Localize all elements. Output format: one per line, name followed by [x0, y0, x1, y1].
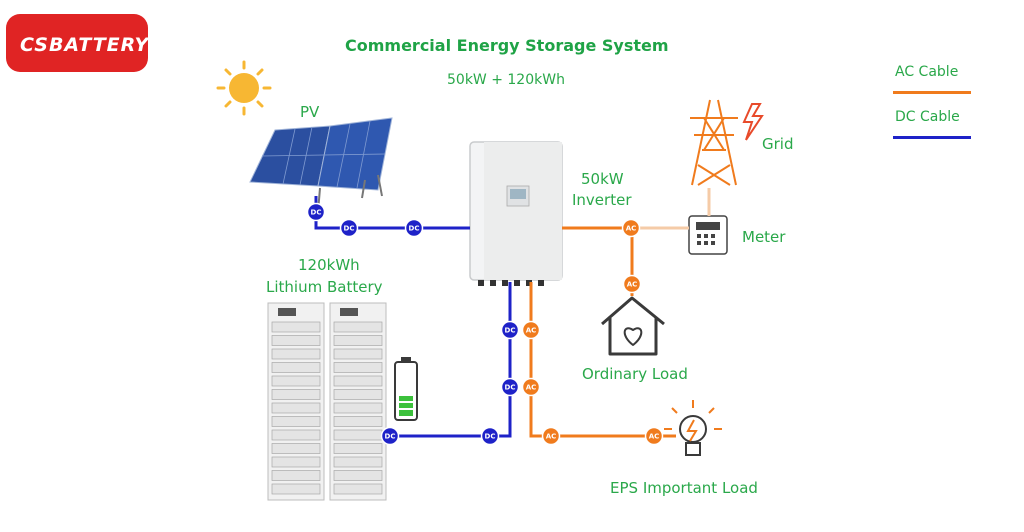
ac-cable-badge: AC	[621, 218, 641, 238]
ac-badge-label: AC	[526, 384, 537, 392]
battery-level-icon	[394, 357, 418, 421]
battery-module	[333, 321, 383, 333]
ac-badge-label: AC	[546, 433, 557, 441]
ac-badge-label: AC	[626, 225, 637, 233]
transmission-tower-icon	[690, 99, 738, 186]
dc-badge-label: DC	[409, 225, 420, 233]
ac-badge-label: AC	[627, 281, 638, 289]
eps-load-label: EPS Important Load	[610, 479, 758, 497]
dc-badge-label: DC	[505, 384, 516, 392]
inverter-label-name: Inverter	[572, 191, 632, 209]
dc-cable-badge: DC	[480, 426, 500, 446]
battery-module	[271, 443, 321, 454]
inverter-label-power: 50kW	[581, 170, 624, 188]
battery-module	[333, 456, 383, 468]
bulb-icon	[664, 400, 722, 456]
battery-module	[333, 483, 383, 495]
legend-ac-label: AC Cable	[895, 64, 959, 80]
battery-module	[271, 389, 321, 400]
pv-label: PV	[300, 103, 320, 121]
logo-text: CSBATTERY	[20, 34, 150, 56]
meter-label: Meter	[742, 228, 786, 246]
dc-badge-label: DC	[485, 433, 496, 441]
legend-dc-label: DC Cable	[895, 109, 960, 125]
ordinary-load-label: Ordinary Load	[582, 365, 688, 383]
grid-label: Grid	[762, 135, 794, 153]
lightning-icon	[742, 103, 764, 141]
ac-badge-label: AC	[526, 327, 537, 335]
battery-module	[333, 416, 383, 427]
csbattery-logo: CSBATTERY	[6, 14, 148, 72]
battery-module	[271, 456, 321, 468]
battery-module	[271, 348, 321, 360]
battery-module	[333, 402, 383, 414]
battery-module	[271, 416, 321, 427]
battery-label-name: Lithium Battery	[266, 278, 383, 296]
ac-cable-badge: AC	[521, 377, 541, 397]
legend-ac-line	[893, 91, 971, 94]
battery-module	[271, 321, 321, 333]
ac-cable-badge: AC	[644, 426, 664, 446]
battery-bms-panel	[340, 308, 358, 316]
dc-badge-label: DC	[344, 225, 355, 233]
battery-label-capacity: 120kWh	[298, 256, 360, 274]
ac-cable-badge: AC	[521, 320, 541, 340]
battery-module	[271, 429, 321, 441]
solar-panel-icon	[249, 117, 393, 213]
battery-rack-icon	[267, 302, 387, 501]
meter-icon	[688, 215, 728, 255]
battery-module	[271, 335, 321, 346]
battery-module	[271, 375, 321, 387]
battery-module	[333, 470, 383, 481]
dc-cable-badge: DC	[500, 320, 520, 340]
battery-module	[333, 429, 383, 441]
battery-module	[333, 348, 383, 360]
diagram-title: Commercial Energy Storage System	[345, 36, 669, 55]
battery-module	[271, 483, 321, 495]
battery-module	[271, 470, 321, 481]
ac-badge-label: AC	[649, 433, 660, 441]
battery-module	[271, 402, 321, 414]
battery-module	[271, 362, 321, 373]
battery-module	[333, 362, 383, 373]
inverter-icon	[469, 141, 563, 286]
house-icon	[601, 296, 665, 356]
dc-cable-badge: DC	[380, 426, 400, 446]
ac-cable-badge: AC	[622, 274, 642, 294]
dc-cable-badge: DC	[500, 377, 520, 397]
battery-bms-panel	[278, 308, 296, 316]
diagram-subtitle: 50kW + 120kWh	[447, 72, 565, 88]
battery-module	[333, 335, 383, 346]
sun-icon	[216, 60, 272, 116]
dc-badge-label: DC	[311, 209, 322, 217]
battery-module	[333, 375, 383, 387]
dc-badge-label: DC	[505, 327, 516, 335]
ac-cable-badge: AC	[541, 426, 561, 446]
dc-cable-badge: DC	[404, 218, 424, 238]
dc-cable-badge: DC	[306, 202, 326, 222]
battery-module	[333, 443, 383, 454]
dc-badge-label: DC	[385, 433, 396, 441]
dc-cable-badge: DC	[339, 218, 359, 238]
legend-dc-line	[893, 136, 971, 139]
battery-module	[333, 389, 383, 400]
